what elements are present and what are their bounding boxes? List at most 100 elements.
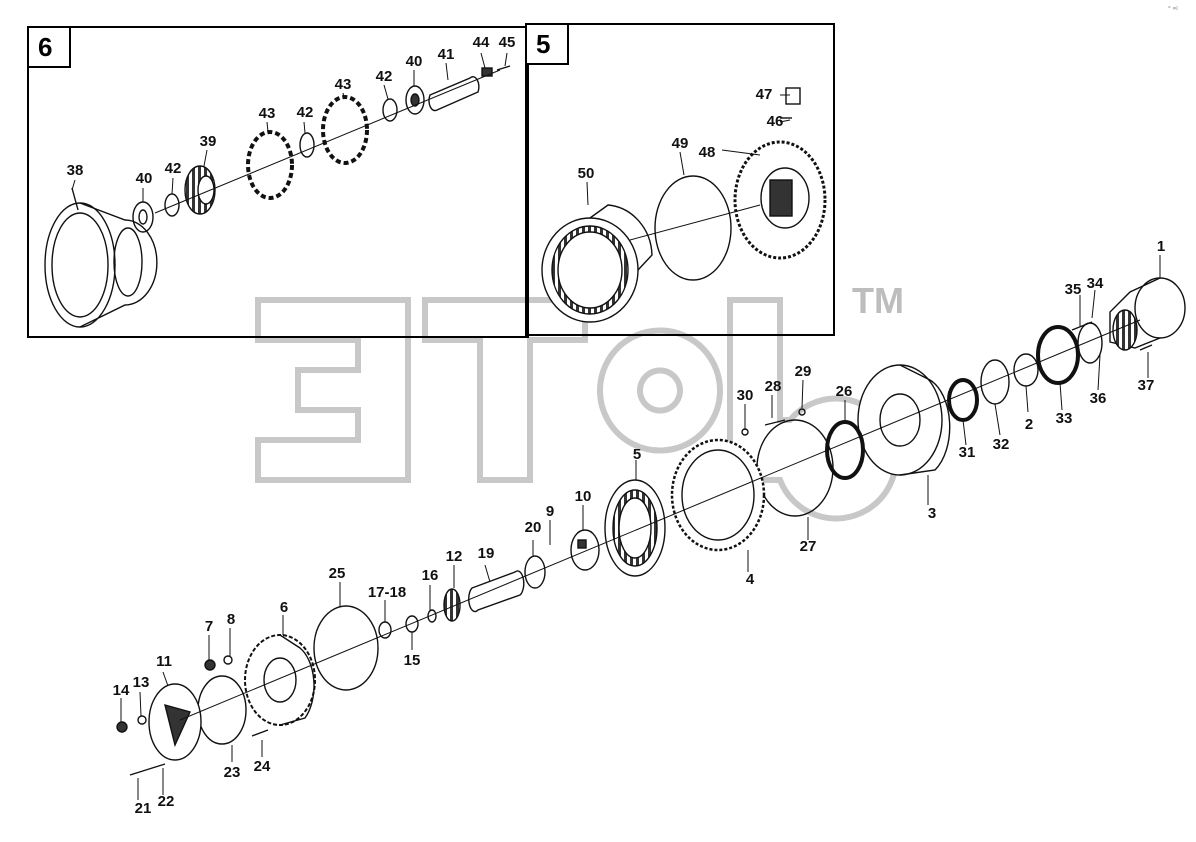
part-38-housing <box>44 187 158 328</box>
part-50-ring-gear <box>541 204 653 323</box>
part-5-ring-gear <box>604 479 666 577</box>
part-41-pin <box>428 76 480 112</box>
callout-6: 6 <box>279 599 289 616</box>
part-25-o-ring <box>313 605 379 691</box>
callout-40-b: 40 <box>405 53 423 70</box>
callout-8: 8 <box>226 611 236 628</box>
part-42-ring-c <box>382 98 398 122</box>
callout-11: 11 <box>156 653 172 670</box>
part-44-45-screw <box>481 65 511 77</box>
callout-49: 49 <box>671 135 689 152</box>
callout-15: 15 <box>403 652 421 669</box>
panel-6-tag-box <box>27 26 71 68</box>
part-40-washer-b <box>405 85 425 115</box>
callout-19: 19 <box>477 545 495 562</box>
callout-7: 7 <box>204 618 214 635</box>
part-19-pin <box>468 570 525 613</box>
callout-27: 27 <box>799 538 817 555</box>
part-43-bearing-b <box>321 95 369 165</box>
part-24-bolt <box>251 729 269 737</box>
part-4-flange <box>670 438 766 552</box>
part-46-47-bolt <box>780 87 801 119</box>
part-12-pinion <box>443 588 461 622</box>
callout-41: 41 <box>437 46 455 63</box>
part-10-plate <box>570 529 600 571</box>
part-20-ring <box>524 555 546 589</box>
part-13-14-plug <box>116 715 147 733</box>
callout-10: 10 <box>574 488 592 505</box>
callout-28: 28 <box>764 378 782 395</box>
callout-23: 23 <box>223 764 241 781</box>
part-1-spindle <box>1109 277 1186 351</box>
callout-36: 36 <box>1089 390 1107 407</box>
part-42-ring <box>164 193 180 217</box>
callout-22: 22 <box>157 793 175 810</box>
callout-29: 29 <box>794 363 812 380</box>
part-28-29-30-pins <box>741 408 806 436</box>
part-17-18-ring <box>378 621 392 639</box>
callout-2: 2 <box>1024 416 1034 433</box>
part-6-carrier-housing <box>244 634 316 726</box>
callout-21: 21 <box>134 800 152 817</box>
callout-38: 38 <box>66 162 84 179</box>
callout-42-c: 42 <box>375 68 393 85</box>
part-48-carrier <box>733 140 827 260</box>
callout-31: 31 <box>958 444 976 461</box>
callout-50: 50 <box>577 165 595 182</box>
part-42-ring-b <box>299 132 315 158</box>
callout-16: 16 <box>421 567 439 584</box>
callout-3: 3 <box>927 505 937 522</box>
part-21-22-bolt <box>129 763 166 776</box>
callout-43-a: 43 <box>258 105 276 122</box>
part-2-ring <box>1013 353 1039 387</box>
callout-14: 14 <box>112 682 130 699</box>
callout-17-18: 17-18 <box>367 584 407 601</box>
panel-5-frame <box>525 23 835 336</box>
panel-5-tag-box <box>525 23 569 65</box>
part-7-8-plug <box>204 655 233 671</box>
part-3-hub <box>857 364 951 476</box>
callout-12: 12 <box>445 548 463 565</box>
callout-37: 37 <box>1137 377 1155 394</box>
part-49-snap-ring <box>654 175 732 281</box>
leader-lines <box>71 52 1161 800</box>
callout-24: 24 <box>253 758 271 775</box>
callout-40-a: 40 <box>135 170 153 187</box>
panel-tag-6: 6 <box>38 32 53 62</box>
part-31-seal <box>947 378 979 422</box>
callout-30: 30 <box>736 387 754 404</box>
callout-43-b: 43 <box>334 76 352 93</box>
callout-42-b: 42 <box>296 104 314 121</box>
callout-5: 5 <box>632 446 642 463</box>
callout-39: 39 <box>199 133 217 150</box>
part-34-35-pins <box>1071 321 1093 331</box>
part-11-cover <box>148 683 202 761</box>
callout-46: 46 <box>766 113 784 130</box>
panel-6-frame <box>27 26 529 338</box>
callout-33: 33 <box>1055 410 1073 427</box>
callout-34: 34 <box>1086 275 1104 292</box>
part-32-ring <box>980 359 1010 405</box>
part-39-gear <box>184 165 216 215</box>
part-33-bearing <box>1036 325 1080 385</box>
watermark-trademark: TM <box>852 280 904 321</box>
callout-1: 1 <box>1156 238 1166 255</box>
callout-4: 4 <box>745 571 755 588</box>
callout-9: 9 <box>545 503 555 520</box>
panel-tag-5: 5 <box>536 29 551 59</box>
corner-mark: ° ⁿᵉ <box>1168 6 1178 13</box>
callout-20: 20 <box>524 519 542 536</box>
callout-26: 26 <box>835 383 853 400</box>
part-15-16-washers <box>405 609 437 633</box>
callout-45: 45 <box>498 34 516 51</box>
callout-48: 48 <box>698 144 716 161</box>
callout-25: 25 <box>328 565 346 582</box>
callout-13: 13 <box>132 674 150 691</box>
part-36-shim <box>1077 322 1103 364</box>
callout-44: 44 <box>472 34 490 51</box>
part-43-bearing-a <box>246 130 294 200</box>
part-37-bolt <box>1139 344 1153 351</box>
callout-35: 35 <box>1064 281 1082 298</box>
